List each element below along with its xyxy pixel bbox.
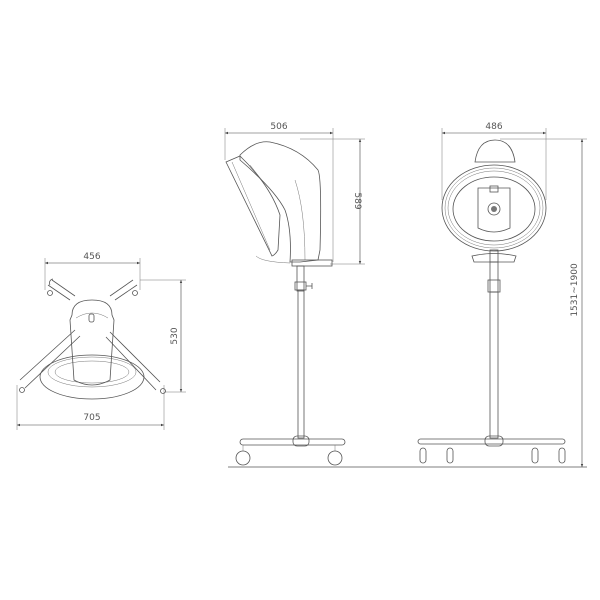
caster-wheel-icon	[235, 450, 251, 466]
top-view: 456 530 705	[16, 252, 186, 430]
fan-icon	[487, 202, 501, 216]
caster-wheel-icon	[419, 447, 427, 464]
front-view: 486 1531~1900	[417, 122, 587, 467]
caster-wheel-icon	[446, 447, 454, 464]
caster-wheels	[419, 447, 566, 464]
dimension-label-overall-height: 1531~1900	[570, 263, 580, 317]
dimension-label-705: 705	[83, 413, 100, 423]
dimension-label-530: 530	[170, 327, 180, 344]
dimension-label-486: 486	[485, 122, 502, 132]
caster-wheel-icon	[531, 447, 539, 464]
caster-wheel-icon	[327, 450, 343, 466]
dimension-label-456: 456	[83, 252, 100, 262]
dimension-label-506: 506	[270, 122, 287, 132]
side-view: 506 589	[224, 122, 365, 466]
dimension-label-589: 589	[352, 192, 362, 209]
caster-wheel-icon	[558, 447, 566, 464]
